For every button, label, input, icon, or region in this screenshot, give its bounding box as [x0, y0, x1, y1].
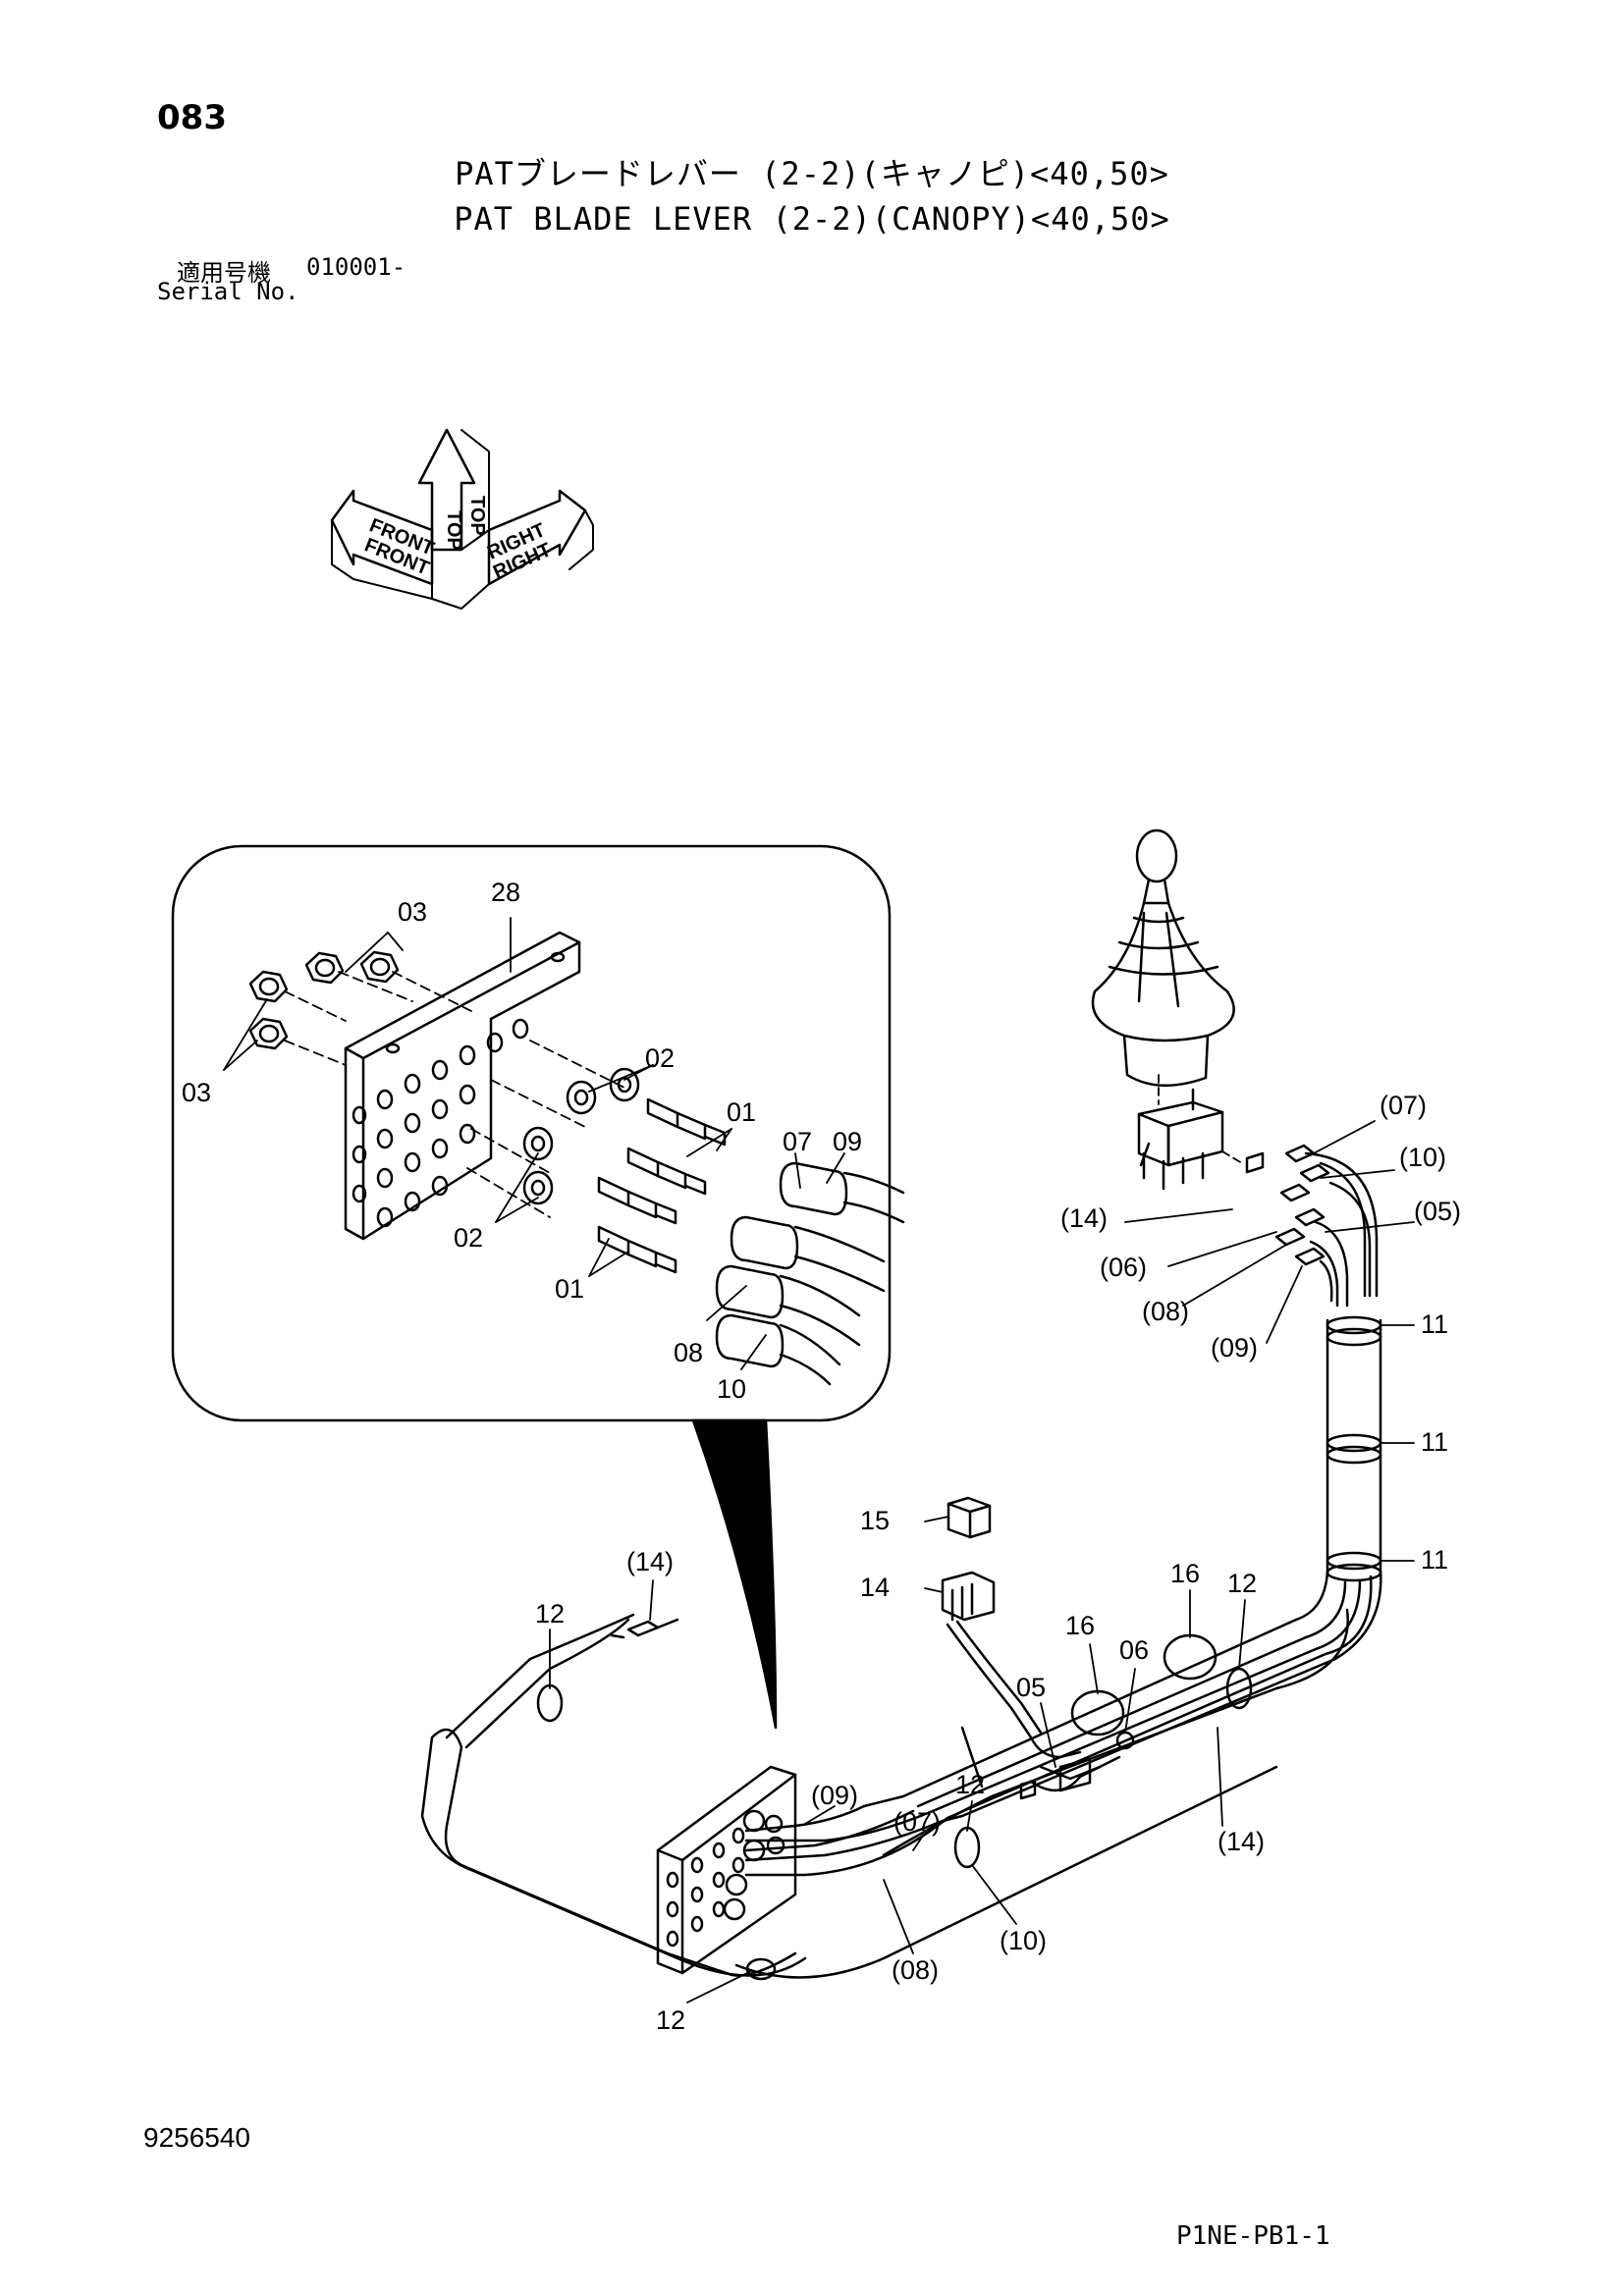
pilot-valve	[1137, 1074, 1243, 1191]
callout-10-paren-bottom: (10)	[1000, 1926, 1047, 1955]
switch-assembly	[1019, 1731, 1135, 1800]
hose-bundle-vertical	[1326, 1315, 1382, 1582]
adapters	[597, 1097, 727, 1274]
figure-code: P1NE-PB1-1	[1176, 2221, 1330, 2251]
callout-05-paren: (05)	[1414, 1197, 1461, 1226]
callout-14-paren-top: (14)	[1060, 1203, 1108, 1233]
callout-28: 28	[491, 878, 520, 907]
orientation-indicator	[330, 428, 594, 610]
page-number: 083	[157, 98, 227, 137]
hose-ends	[715, 1161, 905, 1386]
callout-12-mid: 12	[955, 1770, 985, 1799]
callout-07-detail: 07	[783, 1127, 812, 1156]
callout-05: 05	[1016, 1673, 1046, 1702]
callout-12-left: 12	[535, 1599, 565, 1629]
title-english: PAT BLADE LEVER (2-2)(CANOPY)<40,50>	[454, 200, 1170, 238]
callout-01-top: 01	[727, 1097, 756, 1127]
hose-bundle-main	[744, 1569, 1382, 1877]
main-leaders	[549, 1120, 1415, 2003]
document-number: 9256540	[143, 2122, 251, 2153]
orientation-top-label-2: TOP	[443, 510, 464, 551]
callout-14: 14	[860, 1573, 890, 1602]
serial-label-english: Serial No.	[157, 278, 299, 305]
callout-11-a: 11	[1421, 1309, 1448, 1339]
detail-leaders	[223, 917, 845, 1370]
callout-14-paren-left: (14)	[626, 1547, 674, 1576]
callout-08-detail: 08	[674, 1338, 703, 1367]
detail-inset-frame	[171, 844, 892, 1422]
callout-07-paren-bottom: (07)	[893, 1807, 941, 1837]
callout-16-b: 16	[1170, 1559, 1200, 1588]
callout-09-paren-top: (09)	[1211, 1333, 1258, 1362]
callout-12-right: 12	[1227, 1569, 1257, 1598]
callout-08-paren-top: (08)	[1142, 1297, 1189, 1326]
callout-11-c: 11	[1421, 1545, 1448, 1575]
callout-06-paren: (06)	[1100, 1253, 1147, 1282]
callout-01-bottom: 01	[555, 1274, 584, 1304]
callout-16-a: 16	[1065, 1611, 1095, 1640]
sensor-14	[610, 1618, 679, 1639]
callout-11-b: 11	[1421, 1427, 1448, 1457]
mounting-plate	[344, 931, 581, 1241]
blade-lever	[1091, 828, 1235, 1087]
valve-hoses	[1245, 1144, 1379, 1308]
callout-12-bottom: 12	[656, 2005, 685, 2035]
serial-number-value: 010001-	[306, 253, 406, 281]
orientation-top-label: TOP	[466, 496, 488, 536]
bottom-plate	[656, 1765, 797, 1975]
callout-10-paren: (10)	[1399, 1143, 1446, 1172]
title-japanese: PATブレードレバー (2-2)(キャノピ)<40,50>	[455, 155, 1169, 192]
callout-02-top: 02	[645, 1043, 675, 1073]
serial-label-japanese: 適用号機	[177, 259, 271, 287]
alignment-lines	[284, 971, 629, 1218]
harness-14	[420, 1608, 1349, 1979]
callout-15: 15	[860, 1506, 890, 1535]
callout-09-paren-bottom: (09)	[811, 1781, 858, 1810]
detail-pointer-wedge	[691, 1418, 778, 1730]
callout-02-bottom: 02	[454, 1223, 483, 1253]
callout-03-top: 03	[398, 897, 427, 927]
callout-10-detail: 10	[717, 1374, 746, 1404]
callout-06: 06	[1119, 1635, 1149, 1665]
callout-14-paren-bottom: (14)	[1218, 1827, 1265, 1856]
relay-and-connector	[941, 1496, 1082, 1759]
nuts	[248, 950, 400, 1050]
callout-07-paren: (07)	[1380, 1091, 1427, 1120]
callout-08-paren-bottom: (08)	[892, 1955, 939, 1985]
callout-03-left: 03	[182, 1078, 211, 1107]
callout-09-detail: 09	[833, 1127, 862, 1156]
washers	[522, 1067, 640, 1205]
